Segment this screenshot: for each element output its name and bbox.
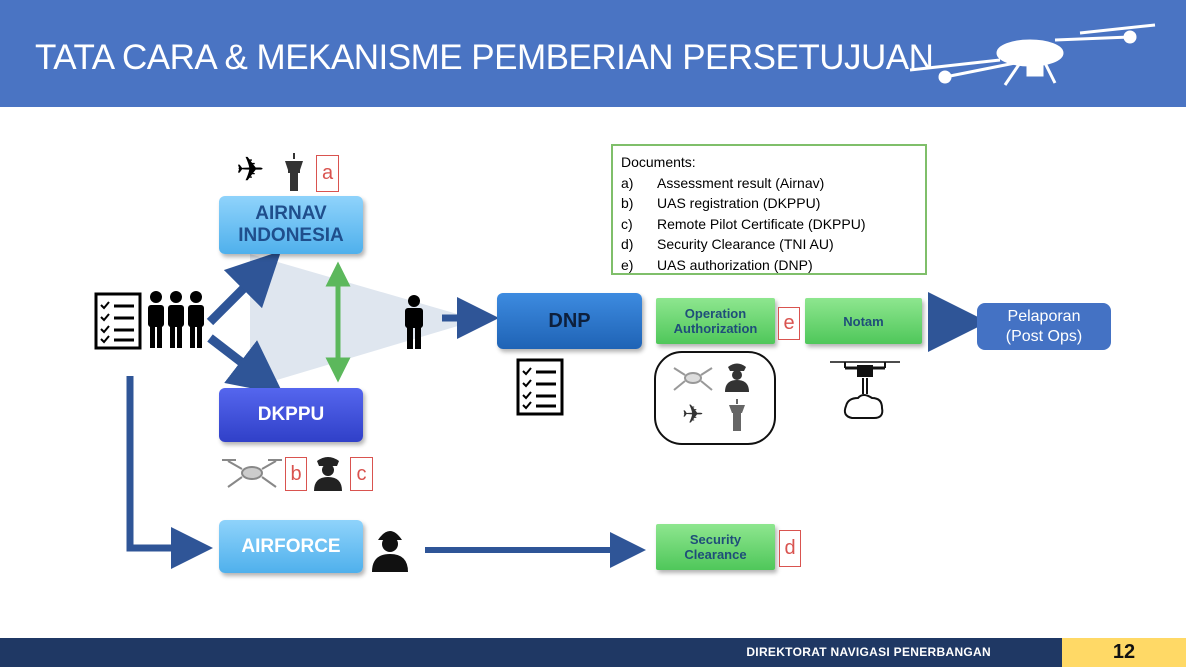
document-d-label: d [779,530,801,567]
soldier-icon [372,531,408,572]
operation-authorization-node: Operation Authorization [656,298,775,344]
airforce-node: AIRFORCE [219,520,363,573]
checklist-icon [94,292,142,350]
dkppu-node: DKPPU [219,388,363,442]
control-tower-icon [285,153,303,191]
approval-funnel [250,254,478,388]
document-item: b)UAS registration (DKPPU) [621,195,821,211]
header-bar [0,0,1186,107]
document-e-label: e [778,307,800,340]
person-icon [405,295,423,349]
dnp-node: DNP [497,293,642,349]
documents-legend: Documents: a)Assessment result (Airnav) … [611,144,927,275]
arrow-to-airforce [126,376,213,569]
drone-small-icon [673,367,713,391]
airnav-label-1: AIRNAV [255,203,327,224]
security-clearance-node: Security Clearance [656,524,775,570]
drone-small-icon [222,459,282,488]
airnav-indonesia-node: AIRNAV INDONESIA [219,196,363,254]
airplane-icon: ✈ [236,151,265,189]
document-item: c)Remote Pilot Certificate (DKPPU) [621,215,866,232]
document-item: a)Assessment result (Airnav) [621,174,825,191]
document-item: d)Security Clearance (TNI AU) [621,236,834,252]
notam-node: Notam [805,298,922,344]
document-c-label: c [350,457,373,491]
documents-title: Documents: [621,154,696,170]
footer-bar [0,638,1062,667]
dnp-checklist-icon [516,358,564,416]
page-title: TATA CARA & MEKANISME PEMBERIAN PERSETUJ… [35,38,934,77]
document-item: e)UAS authorization (DNP) [621,256,813,273]
footer-organization: DIREKTORAT NAVIGASI PENERBANGAN [746,645,991,659]
arrow-to-dkppu [207,334,284,395]
document-a-label: a [316,155,339,192]
airnav-label-2: INDONESIA [238,225,344,246]
pelaporan-node: Pelaporan (Post Ops) [977,303,1111,350]
airplane-icon: ✈ [682,399,704,429]
stakeholders-group: ✈ [654,351,776,445]
arrow-to-airnav [206,250,282,326]
drone-icon [909,23,1156,86]
drone-notam-icon [830,361,900,419]
control-tower-icon [729,399,745,431]
pilot-icon [314,457,342,491]
page-number: 12 [1062,638,1186,667]
people-group-icon [148,291,204,348]
pilot-icon [725,363,749,392]
document-b-label: b [285,457,307,491]
